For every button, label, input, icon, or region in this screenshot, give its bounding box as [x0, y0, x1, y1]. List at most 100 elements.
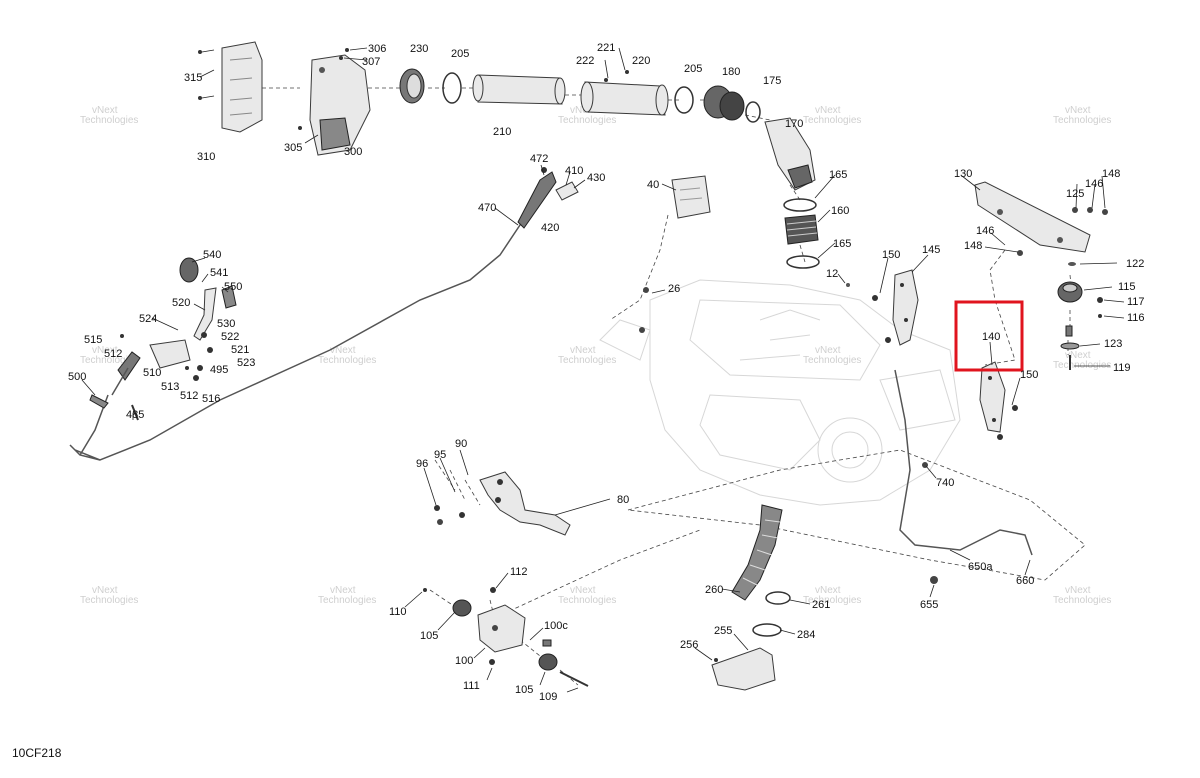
airbox-cover-310: [221, 41, 263, 133]
svg-text:vNext: vNext: [92, 345, 118, 356]
leader-lines: [81, 47, 1125, 693]
airbox-300: [309, 54, 371, 156]
callout-label: 230: [410, 43, 428, 55]
svg-text:Technologies: Technologies: [558, 355, 616, 366]
callout-label: 523: [237, 357, 255, 369]
callout-label: 221: [597, 42, 615, 54]
callout-label: 306: [368, 43, 386, 55]
mount-hardware: [1060, 262, 1103, 370]
callout-label: 111: [463, 680, 480, 692]
callout-label: 512: [104, 348, 122, 360]
callout-label: 119: [1113, 362, 1131, 374]
svg-text:Technologies: Technologies: [318, 595, 376, 606]
callout-label: 148: [1102, 168, 1120, 180]
svg-text:Technologies: Technologies: [318, 355, 376, 366]
callout-label: 96: [416, 458, 428, 470]
callout-label: 300: [344, 146, 362, 158]
callout-label: 116: [1127, 312, 1145, 324]
callout-label: 530: [217, 318, 235, 330]
callout-label: 305: [284, 142, 302, 154]
callout-label: 515: [84, 334, 102, 346]
callout-label: 90: [455, 438, 467, 450]
callout-label: 512: [180, 390, 198, 402]
callout-label: 117: [1127, 296, 1145, 308]
callout-label: 510: [143, 367, 161, 379]
svg-text:vNext: vNext: [330, 585, 356, 596]
module-40: [671, 175, 711, 219]
engine-block-outline: [599, 279, 961, 506]
callout-label: 205: [684, 63, 702, 75]
diagram-code: 10CF218: [12, 746, 62, 760]
callout-label: 655: [920, 599, 938, 611]
clamp-165-bottom: [786, 255, 820, 269]
intake-elbow-255: [711, 647, 776, 691]
svg-text:Technologies: Technologies: [803, 355, 861, 366]
callout-label: 150: [882, 249, 900, 261]
svg-text:Technologies: Technologies: [80, 355, 138, 366]
svg-text:vNext: vNext: [92, 585, 118, 596]
bolts-150-left: [846, 283, 891, 343]
coupler-230: [399, 68, 425, 104]
callout-label: 105: [515, 684, 533, 696]
callout-label: 150: [1020, 369, 1038, 381]
callout-label: 165: [833, 238, 851, 250]
callout-label: 420: [541, 222, 559, 234]
callout-label: 550: [224, 281, 242, 293]
callout-label: 165: [829, 169, 847, 181]
callout-label: 430: [587, 172, 605, 184]
svg-text:vNext: vNext: [815, 105, 841, 116]
callout-label: 109: [539, 691, 557, 703]
callout-label: 100: [455, 655, 473, 667]
clamp-205-left: [442, 72, 462, 104]
callout-label: 650a: [968, 561, 993, 573]
callout-label: 516: [202, 393, 220, 405]
callout-label: 472: [530, 153, 548, 165]
callout-label: 26: [668, 283, 680, 295]
bracket-130: [974, 181, 1108, 256]
clamp-284: [752, 623, 782, 637]
clamp-165-top: [783, 198, 817, 212]
callout-label: 130: [954, 168, 972, 180]
svg-text:Technologies: Technologies: [1053, 595, 1111, 606]
clamp-175: [745, 101, 761, 123]
bracket-100: [423, 587, 526, 665]
svg-text:Technologies: Technologies: [803, 595, 861, 606]
callout-label: 110: [389, 606, 407, 618]
airbox-screws: [298, 48, 349, 130]
callout-label: 40: [647, 179, 659, 191]
svg-text:Technologies: Technologies: [80, 595, 138, 606]
mount-105-top: [452, 599, 472, 617]
callout-label: 500: [68, 371, 86, 383]
callout-label: 520: [172, 297, 190, 309]
callout-label: 125: [1066, 188, 1084, 200]
callout-label: 148: [964, 240, 982, 252]
callout-label: 210: [493, 126, 511, 138]
hose-260: [731, 504, 783, 601]
svg-text:vNext: vNext: [1065, 105, 1091, 116]
clamp-261: [765, 591, 791, 605]
callout-label: 220: [632, 55, 650, 67]
callout-label: 255: [714, 625, 732, 637]
svg-text:vNext: vNext: [570, 585, 596, 596]
svg-text:vNext: vNext: [1065, 585, 1091, 596]
callout-labels: 315 310 306 307 305 300 230 205 210 221 …: [68, 42, 1145, 703]
callout-label: 410: [565, 165, 583, 177]
callout-label: 105: [420, 630, 438, 642]
svg-text:vNext: vNext: [815, 585, 841, 596]
svg-text:Technologies: Technologies: [558, 115, 616, 126]
callout-label: 540: [203, 249, 221, 261]
harness-650a: [894, 369, 1033, 556]
